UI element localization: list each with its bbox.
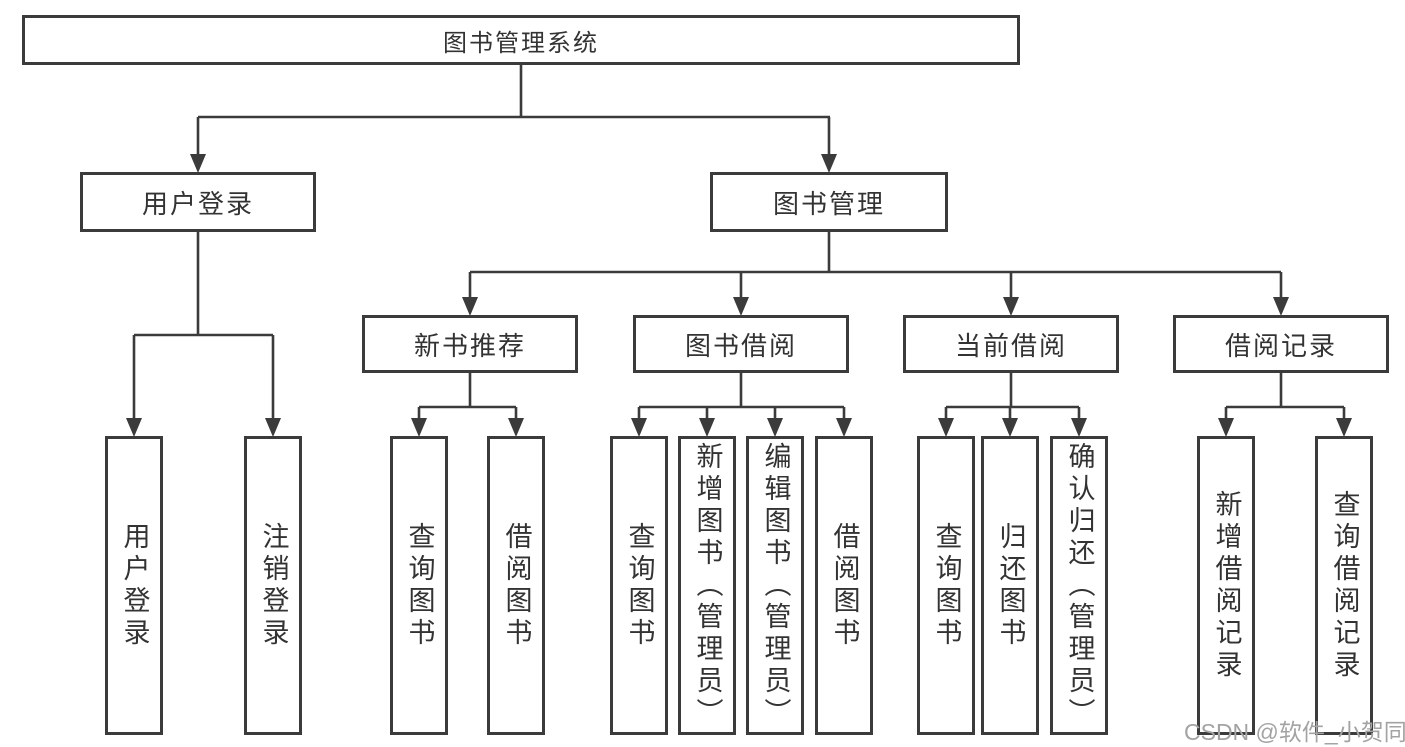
- node-label: 查询图书: [624, 521, 655, 650]
- node-label: 借阅图书: [501, 521, 532, 650]
- leaf-borrow-books-2: 借阅图书: [815, 436, 873, 735]
- node-label: 图书管理系统: [443, 29, 599, 57]
- leaf-user-login: 用户登录: [105, 436, 163, 735]
- csdn-watermark: CSDN @软件_小贺同学: [1184, 719, 1405, 745]
- node-user-login: 用户登录: [80, 172, 316, 232]
- node-label: 查询借阅记录: [1329, 489, 1360, 682]
- leaf-add-books-admin: 新增图书（管理员）: [678, 436, 736, 735]
- node-book-management: 图书管理: [710, 172, 948, 232]
- node-library-management-system: 图书管理系统: [22, 15, 1020, 65]
- node-label: 确认归还（管理员）: [1064, 441, 1095, 730]
- leaf-query-books-2: 查询图书: [610, 436, 668, 735]
- node-label: 当前借阅: [954, 330, 1067, 361]
- leaf-confirm-return-admin: 确认归还（管理员）: [1050, 436, 1108, 735]
- leaf-logout: 注销登录: [244, 436, 302, 735]
- node-current-borrowing: 当前借阅: [903, 315, 1119, 373]
- leaf-add-borrow-record: 新增借阅记录: [1197, 436, 1255, 735]
- node-book-borrowing: 图书借阅: [633, 315, 849, 373]
- leaf-query-borrow-record: 查询借阅记录: [1315, 436, 1373, 735]
- node-label: 编辑图书（管理员）: [760, 441, 791, 730]
- node-label: 查询图书: [931, 521, 962, 650]
- leaf-query-books-1: 查询图书: [390, 436, 448, 735]
- node-new-book-recommendation: 新书推荐: [362, 315, 578, 373]
- node-label: 图书借阅: [684, 330, 797, 361]
- node-borrowing-records: 借阅记录: [1173, 315, 1389, 373]
- leaf-query-books-3: 查询图书: [917, 436, 975, 735]
- leaf-return-books: 归还图书: [981, 436, 1039, 735]
- node-label: 新增图书（管理员）: [692, 441, 723, 730]
- node-label: 借阅记录: [1224, 330, 1337, 361]
- node-label: 用户登录: [141, 188, 254, 219]
- leaf-edit-books-admin: 编辑图书（管理员）: [746, 436, 804, 735]
- node-label: 图书管理: [772, 188, 885, 219]
- node-label: 查询图书: [404, 521, 435, 650]
- node-label: 借阅图书: [829, 521, 860, 650]
- node-label: 注销登录: [258, 521, 289, 650]
- leaf-borrow-books-1: 借阅图书: [487, 436, 545, 735]
- node-label: 归还图书: [995, 521, 1026, 650]
- node-label: 新书推荐: [413, 330, 526, 361]
- node-label: 新增借阅记录: [1211, 489, 1242, 682]
- node-label: 用户登录: [119, 521, 150, 650]
